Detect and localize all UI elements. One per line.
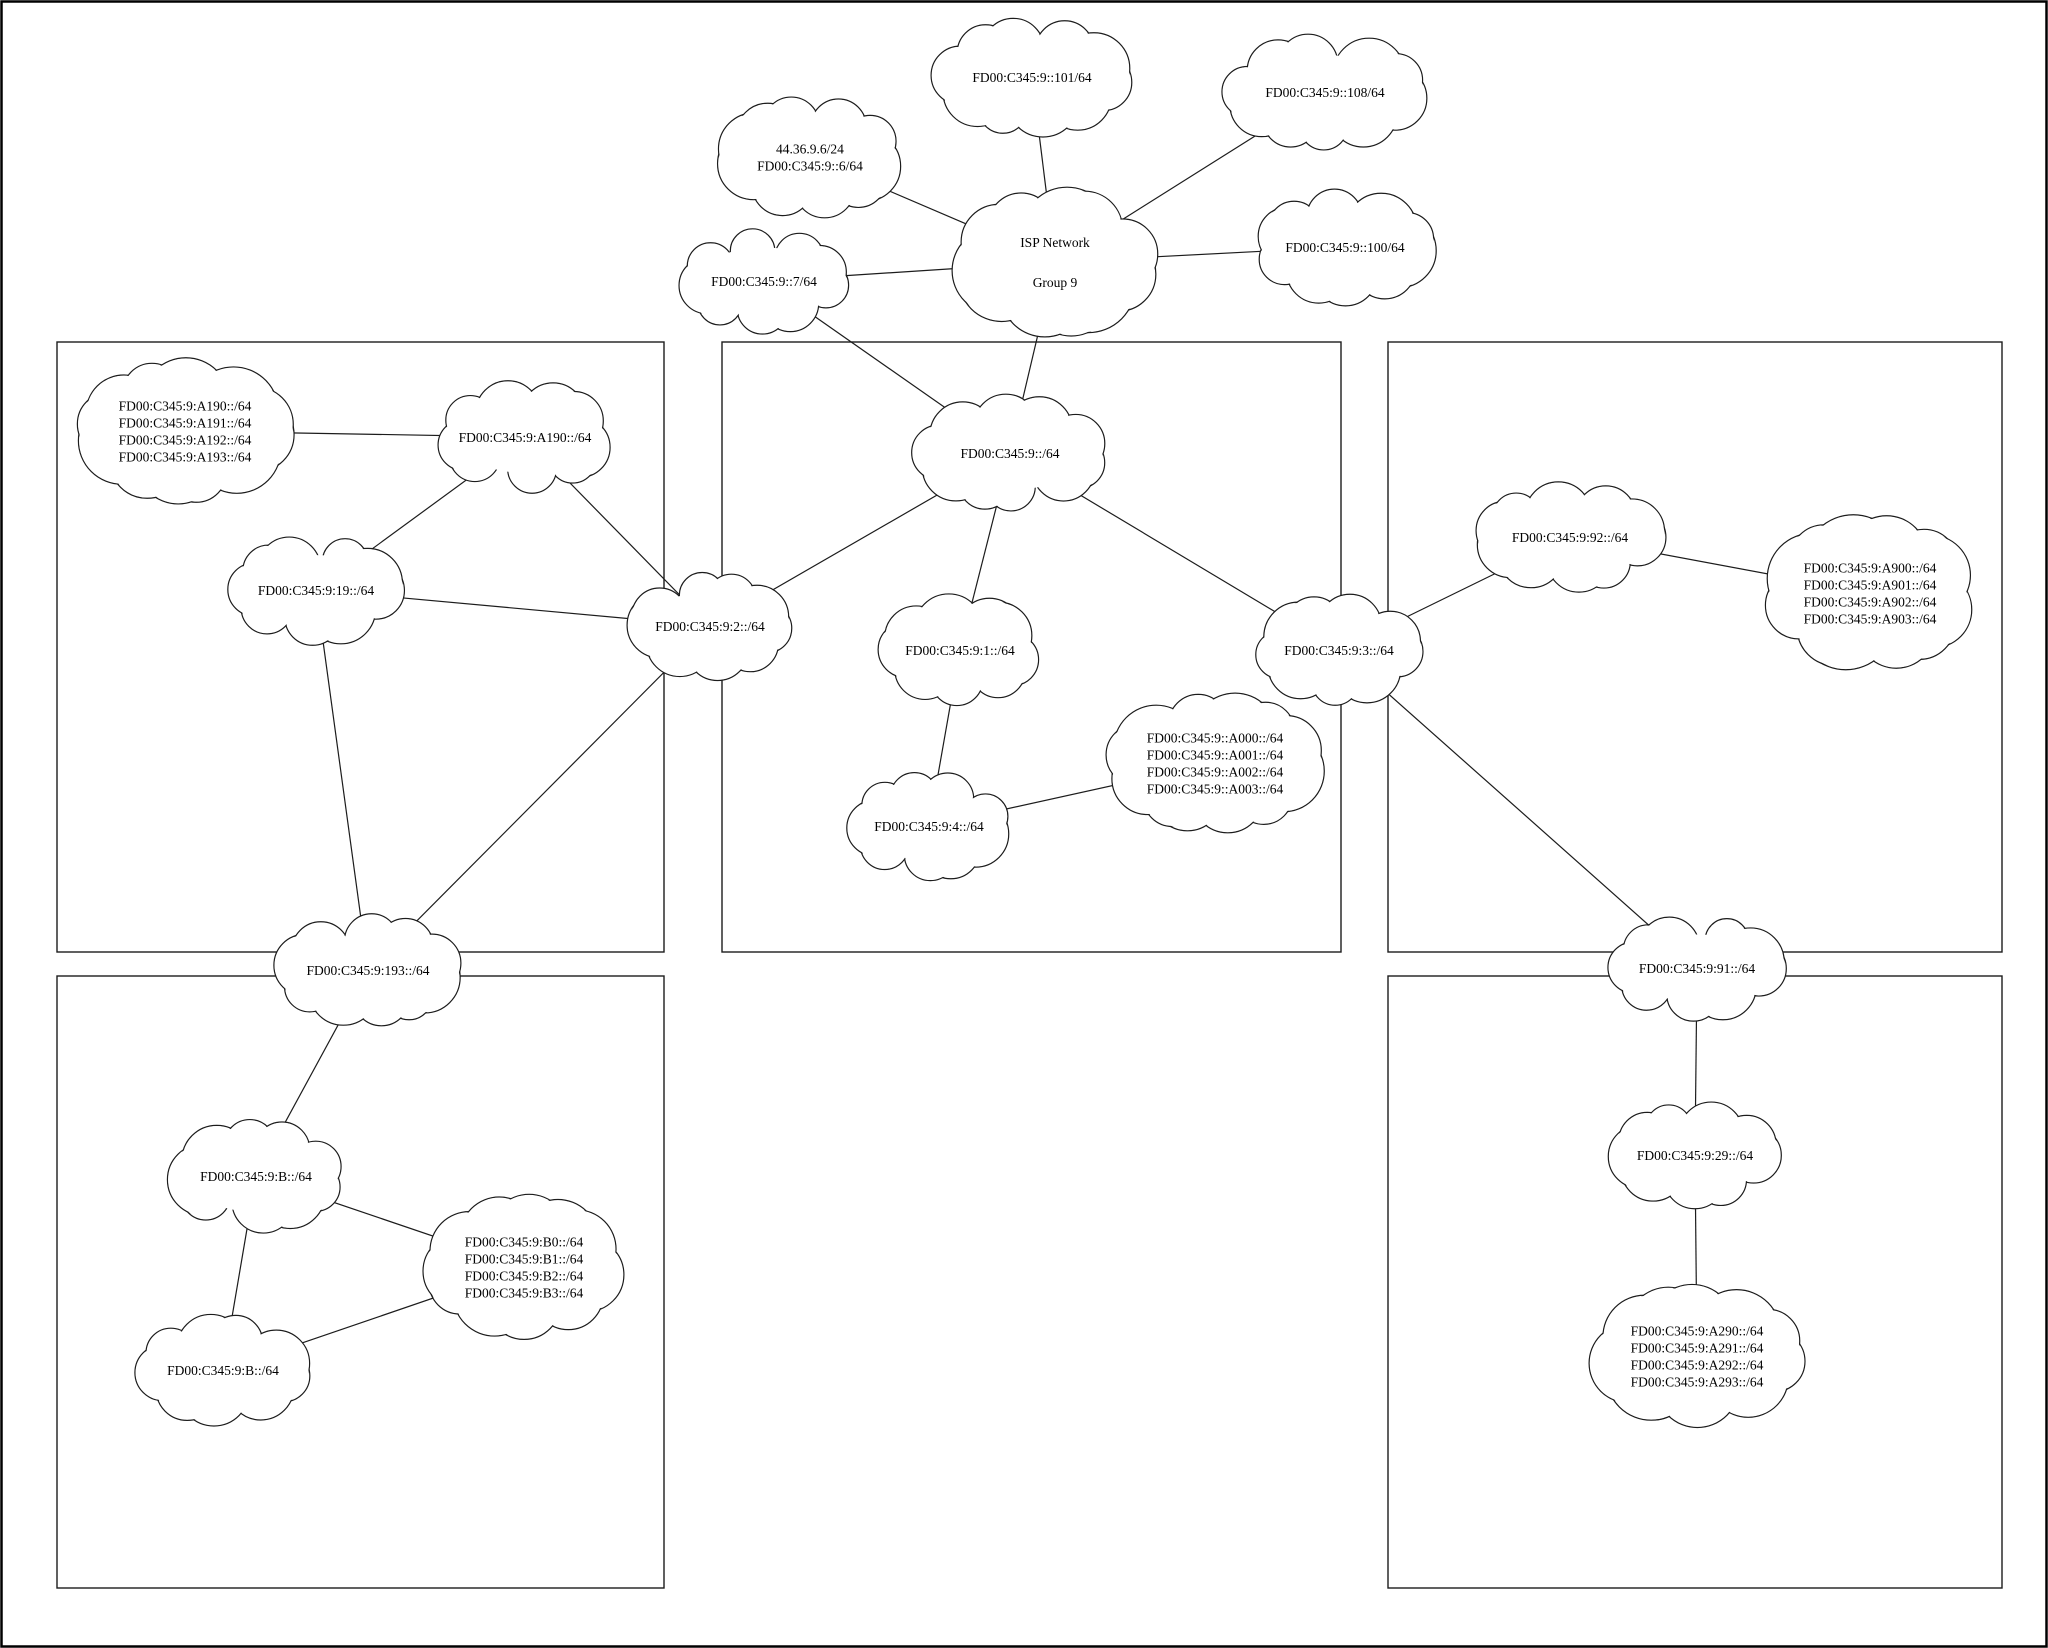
link-net-19--net-193 [315, 589, 369, 971]
cloud-core-fill [1129, 718, 1301, 808]
cloud-net-b-lower: FD00:C345:9:B::/64 [134, 1313, 311, 1427]
cloud-a000-group: FD00:C345:9::A000::/64FD00:C345:9::A001:… [1105, 692, 1325, 834]
cloud-net-19: FD00:C345:9:19::/64 [227, 536, 406, 646]
cloud-core-fill [1243, 55, 1407, 129]
cloud-label: FD00:C345:9:A193::/64 [119, 450, 252, 465]
cloud-cloud-100: FD00:C345:9::100/64 [1257, 188, 1437, 307]
cloud-net-b-upper: FD00:C345:9:B::/64 [166, 1118, 342, 1234]
cloud-net-root: FD00:C345:9::/64 [911, 393, 1106, 512]
cloud-net-92: FD00:C345:9:92::/64 [1475, 481, 1667, 593]
cloud-label: FD00:C345:9:A900::/64 [1804, 561, 1937, 576]
cloud-core-fill [1628, 1121, 1762, 1189]
cloud-label: FD00:C345:9:2::/64 [655, 619, 765, 634]
cloud-label: FD00:C345:9:A291::/64 [1631, 1341, 1764, 1356]
cloud-label: ISP Network [1020, 235, 1090, 250]
cloud-label: FD00:C345:9:193::/64 [306, 963, 429, 978]
cloud-a900-group: FD00:C345:9:A900::/64FD00:C345:9:A901::/… [1764, 514, 1973, 671]
cloud-label: FD00:C345:9:A902::/64 [1804, 595, 1937, 610]
cloud-label: FD00:C345:9:29::/64 [1637, 1148, 1754, 1163]
cloud-cloud-7: FD00:C345:9::7/64 [678, 228, 850, 335]
cloud-core-fill [933, 416, 1087, 490]
cloud-label: FD00:C345:9:4::/64 [874, 819, 984, 834]
cloud-label: FD00:C345:9:A192::/64 [119, 433, 252, 448]
cloud-core-fill [1275, 614, 1403, 686]
cloud-label: FD00:C345:9:3::/64 [1284, 643, 1394, 658]
link-net-2--net-193 [367, 625, 711, 971]
cloud-cloud-101: FD00:C345:9::101/64 [930, 17, 1133, 138]
cloud-core-fill [293, 934, 443, 1006]
cloud-label: FD00:C345:9:B2::/64 [465, 1269, 584, 1284]
cloud-net-1: FD00:C345:9:1::/64 [877, 593, 1040, 707]
cloud-core-fill [188, 1140, 324, 1212]
cloud-label: FD00:C345:9:B::/64 [167, 1363, 279, 1378]
cloud-core-fill [102, 385, 268, 477]
cloud-net-91: FD00:C345:9:91::/64 [1607, 916, 1787, 1022]
cloud-net-4: FD00:C345:9:4::/64 [846, 772, 1010, 882]
cloud-label: FD00:C345:9:B0::/64 [465, 1235, 584, 1250]
cloud-core-fill [698, 247, 830, 315]
cloud-core-fill [952, 39, 1112, 115]
cloud-core-fill [456, 401, 594, 473]
cloud-label: FD00:C345:9::100/64 [1285, 240, 1405, 255]
cloud-label: FD00:C345:9:A292::/64 [1631, 1358, 1764, 1373]
cloud-label: FD00:C345:9::A002::/64 [1147, 765, 1284, 780]
cloud-label: FD00:C345:9::A003::/64 [1147, 782, 1284, 797]
cloud-core-fill [155, 1335, 291, 1405]
cloud-label: FD00:C345:9:A190::/64 [459, 430, 592, 445]
cloud-net-193: FD00:C345:9:193::/64 [273, 913, 462, 1027]
cloud-label: FD00:C345:9:A903::/64 [1804, 612, 1937, 627]
cloud-label: FD00:C345:9::101/64 [972, 70, 1092, 85]
cloud-label: FD00:C345:9:B3::/64 [465, 1286, 584, 1301]
cloud-label: FD00:C345:9:A290::/64 [1631, 1324, 1764, 1339]
cloud-net-a190: FD00:C345:9:A190::/64 [437, 380, 611, 494]
cloud-cloud-108: FD00:C345:9::108/64 [1221, 33, 1428, 151]
cloud-label: FD00:C345:9::A000::/64 [1147, 731, 1284, 746]
cloud-label: FD00:C345:9::108/64 [1265, 85, 1385, 100]
cloud-label: FD00:C345:9:1::/64 [905, 643, 1015, 658]
cloud-label: FD00:C345:9:A191::/64 [119, 416, 252, 431]
cloud-label: FD00:C345:9:B1::/64 [465, 1252, 584, 1267]
cloud-label: FD00:C345:9:B::/64 [200, 1169, 312, 1184]
cloud-label: FD00:C345:9:91::/64 [1639, 961, 1756, 976]
cloud-label: 44.36.9.6/24 [776, 142, 844, 157]
cloud-core-fill [739, 118, 881, 196]
cloud-a190-group: FD00:C345:9:A190::/64FD00:C345:9:A191::/… [76, 357, 295, 505]
cloud-core-fill [449, 1221, 599, 1313]
cloud-label: FD00:C345:9:A293::/64 [1631, 1375, 1764, 1390]
zone-bottom-right [1387, 975, 2003, 1589]
cloud-core-fill [248, 555, 384, 625]
cloud-label: FD00:C345:9:A190::/64 [119, 399, 252, 414]
cloud-core-fill [866, 791, 992, 861]
cloud-core-fill [978, 215, 1132, 309]
cloud-label: FD00:C345:9::A001::/64 [1147, 748, 1284, 763]
clouds-layer: FD00:C345:9::101/64FD00:C345:9::108/6444… [76, 17, 1973, 1429]
cloud-core-fill [1275, 210, 1415, 284]
cloud-label: FD00:C345:9:A901::/64 [1804, 578, 1937, 593]
cloud-core-fill [898, 614, 1022, 686]
cloud-label: FD00:C345:9::6/64 [757, 159, 863, 174]
cloud-label: FD00:C345:9::7/64 [711, 274, 817, 289]
cloud-net-3: FD00:C345:9:3::/64 [1255, 593, 1424, 706]
cloud-b-group: FD00:C345:9:B0::/64FD00:C345:9:B1::/64FD… [422, 1193, 625, 1340]
cloud-label: FD00:C345:9::/64 [960, 446, 1059, 461]
cloud-label: FD00:C345:9:19::/64 [258, 583, 375, 598]
cloud-label: Group 9 [1033, 275, 1078, 290]
cloud-net-29: FD00:C345:9:29::/64 [1607, 1101, 1782, 1210]
cloud-net-2: FD00:C345:9:2::/64 [626, 571, 793, 682]
cloud-core-fill [647, 591, 773, 661]
cloud-a290-group: FD00:C345:9:A290::/64FD00:C345:9:A291::/… [1588, 1283, 1806, 1429]
cloud-label: FD00:C345:9:92::/64 [1512, 530, 1629, 545]
cloud-core-fill [1627, 934, 1767, 1002]
cloud-core-fill [1613, 1311, 1781, 1401]
cloud-core-fill [1494, 502, 1646, 572]
link-net-3--net-91 [1338, 649, 1698, 969]
cloud-core-fill [1790, 543, 1950, 643]
